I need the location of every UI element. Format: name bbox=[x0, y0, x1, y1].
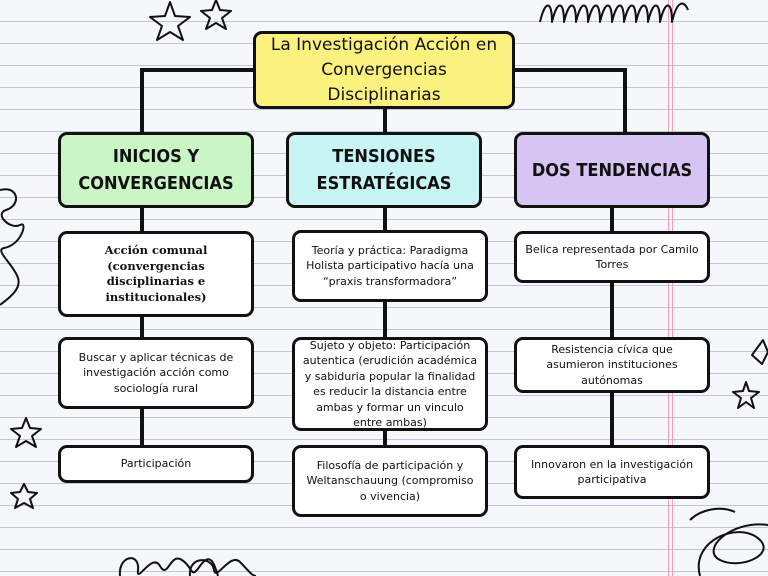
item-buscar-aplicar: Buscar y aplicar técnicas de investigaci… bbox=[58, 337, 254, 409]
heading-inicios: INICIOS Y CONVERGENCIAS bbox=[58, 132, 254, 208]
item-resistencia-civica: Resistencia cívica que asumieron institu… bbox=[514, 337, 710, 393]
item-participacion: Participación bbox=[58, 445, 254, 483]
margin-line bbox=[672, 0, 673, 576]
diagram-title: La Investigación Acción en Convergencias… bbox=[253, 31, 515, 109]
item-teoria-practica: Teoría y práctica: Paradigma Holista par… bbox=[292, 230, 488, 302]
heading-dos-tendencias: DOS TENDENCIAS bbox=[514, 132, 710, 208]
item-innovaron: Innovaron en la investigación participat… bbox=[514, 445, 710, 499]
item-belica: Belica representada por Camilo Torres bbox=[514, 231, 710, 283]
item-sujeto-objeto: Sujeto y objeto: Participación autentica… bbox=[292, 337, 488, 431]
item-accion-comunal: Acción comunal (convergencias disciplina… bbox=[58, 231, 254, 317]
item-filosofia: Filosofía de participación y Weltanschau… bbox=[292, 445, 488, 517]
heading-tensiones: TENSIONES ESTRATÉGICAS bbox=[286, 132, 482, 208]
margin-line bbox=[668, 0, 669, 576]
